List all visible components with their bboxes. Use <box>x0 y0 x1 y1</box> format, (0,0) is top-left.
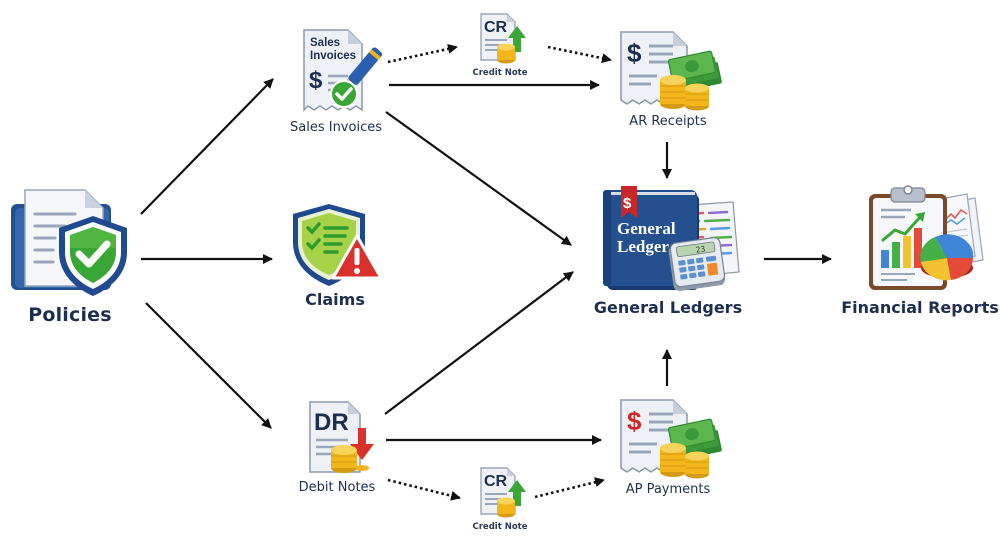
policy-document-shield-check-icon <box>11 189 127 296</box>
payment-cash-coins-icon: $ <box>620 399 722 479</box>
icon-text-line2: Invoices <box>310 50 356 62</box>
edge-policies-to-debit-notes <box>145 302 272 429</box>
node-label: General Ledgers <box>593 298 743 317</box>
edge-sales-invoices-to-credit-note-top <box>387 44 458 64</box>
ledger-book-calculator-icon: $ General Ledger 23 <box>603 186 740 291</box>
credit-note-coins-up-arrow-icon: CR <box>480 467 526 518</box>
node-label: Credit Note <box>472 522 528 532</box>
clipboard-chart-pie-icon <box>869 185 984 290</box>
node-label: Credit Note <box>472 68 528 78</box>
icon-text-line1: Sales <box>310 37 340 49</box>
invoice-pen-check-icon: Sales Invoices $ <box>303 29 382 112</box>
node-ap-payments[interactable]: $ AP Payments <box>610 396 726 497</box>
shield-checklist-warning-icon <box>293 204 383 286</box>
icon-symbol: $ <box>623 195 632 212</box>
icon-text: CR <box>484 473 508 490</box>
node-label: AP Payments <box>625 482 711 497</box>
edge-credit-note-top-to-ar-receipts <box>547 45 612 64</box>
debit-note-coins-down-arrow-icon: DR <box>309 401 374 473</box>
node-label: Financial Reports <box>841 298 999 317</box>
edge-debit-notes-to-credit-note-bottom <box>387 478 461 501</box>
node-label: Sales Invoices <box>290 120 382 135</box>
receipt-cash-coins-icon: $ <box>620 31 722 111</box>
node-policies[interactable]: Policies <box>0 182 140 326</box>
node-financial-reports[interactable]: Financial Reports <box>840 184 1000 317</box>
edge-policies-to-sales-invoices <box>140 78 274 215</box>
node-general-ledgers[interactable]: $ General Ledger 23 General Ledgers <box>586 184 750 317</box>
icon-text: DR <box>314 409 349 436</box>
node-claims[interactable]: Claims <box>280 200 390 309</box>
node-credit-note-bottom[interactable]: CR Credit Note <box>462 466 538 532</box>
node-label: Policies <box>28 304 112 326</box>
node-debit-notes[interactable]: DR Debit Notes <box>282 398 392 495</box>
node-label: AR Receipts <box>629 114 707 129</box>
credit-note-coins-up-arrow-icon: CR <box>480 13 526 64</box>
icon-symbol: $ <box>309 67 323 94</box>
icon-symbol: $ <box>627 406 642 436</box>
node-sales-invoices[interactable]: Sales Invoices $ Sales Invoices <box>280 26 392 135</box>
node-label: Debit Notes <box>298 480 376 495</box>
calculator-display: 23 <box>695 244 706 254</box>
icon-text-line1: General <box>617 219 676 238</box>
edge-debit-notes-to-general-ledgers <box>384 271 574 415</box>
icon-text-line2: Ledger <box>617 237 669 256</box>
node-credit-note-top[interactable]: CR Credit Note <box>462 12 538 78</box>
icon-symbol: $ <box>627 38 642 68</box>
icon-text: CR <box>484 19 508 36</box>
edge-sales-invoices-to-general-ledgers <box>385 111 572 246</box>
node-label: Claims <box>305 290 365 309</box>
node-ar-receipts[interactable]: $ AR Receipts <box>610 28 726 129</box>
edge-credit-note-bottom-to-ap-payments <box>534 477 605 499</box>
